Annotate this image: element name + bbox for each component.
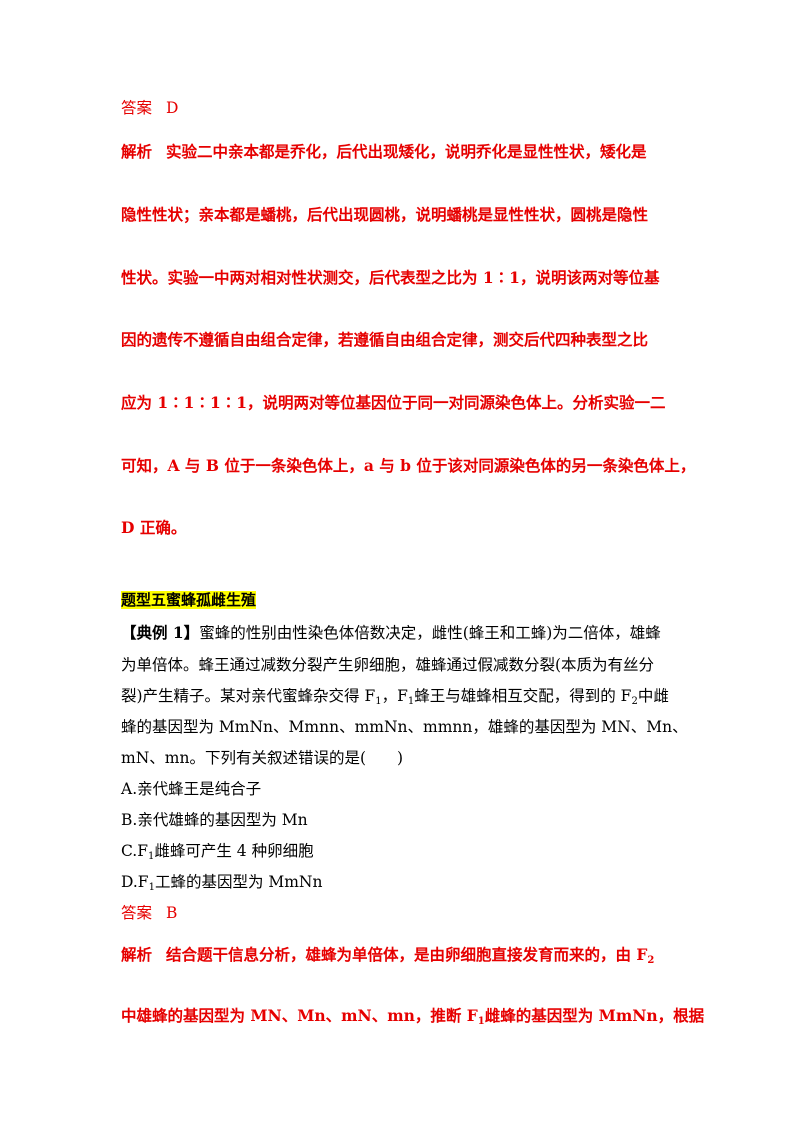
option-d: D.F1工蜂的基因型为 MmNn xyxy=(121,873,323,893)
analysis-line-4: 因的遗传不遵循自由组合定律，若遵循自由组合定律，测交后代四种表型之比 xyxy=(121,330,649,349)
section-title-text: 题型五蜜蜂孤雌生殖 xyxy=(121,591,257,609)
option-a: A.亲代蜂王是纯合子 xyxy=(121,780,262,798)
answer-label-2: 答案 xyxy=(121,904,153,922)
analysis-line-7: D 正确。 xyxy=(121,518,187,537)
answer-value-2: B xyxy=(166,904,178,922)
analysis-line-6: 可知，A 与 B 位于一条染色体上，a 与 b 位于该对同源染色体的另一条染色体… xyxy=(121,456,696,475)
option-c: C.F1雌蜂可产生 4 种卵细胞 xyxy=(121,842,314,862)
example-line-4: 蜂的基因型为 MmNn、Mmnn、mmNn、mmnn，雄蜂的基因型为 MN、Mn… xyxy=(121,718,688,736)
example-text: 蜜蜂的性别由性染色体倍数决定，雌性(蜂王和工蜂)为二倍体，雄蜂 xyxy=(199,624,661,642)
answer-label: 答案 xyxy=(121,99,153,117)
answer-value: D xyxy=(166,99,179,117)
analysis-text: 实验二中亲本都是乔化，后代出现矮化，说明乔化是显性性状，矮化是 xyxy=(166,142,647,161)
analysis2-line-1: 解析结合题干信息分析，雄蜂为单倍体，是由卵细胞直接发育而来的，由 F2 xyxy=(121,945,655,966)
answer-line-1: 答案 D xyxy=(121,98,178,118)
example-line-3: 裂)产生精子。某对亲代蜜蜂杂交得 F1，F1蜂王与雄蜂相互交配，得到的 F2中雌 xyxy=(121,687,669,707)
analysis-label-2: 解析 xyxy=(121,945,153,964)
analysis-line-5: 应为 1∶1∶1∶1，说明两对等位基因位于同一对同源染色体上。分析实验一二 xyxy=(121,393,666,412)
example-line-2: 为单倍体。蜂王通过减数分裂产生卵细胞，雄蜂通过假减数分裂(本质为有丝分 xyxy=(121,656,655,674)
example-line-5: mN、mn。下列有关叙述错误的是( ) xyxy=(121,749,404,767)
analysis-line-2: 隐性性状；亲本都是蟠桃，后代出现圆桃，说明蟠桃是显性性状，圆桃是隐性 xyxy=(121,205,649,224)
option-b: B.亲代雄蜂的基因型为 Mn xyxy=(121,811,308,829)
analysis-label: 解析 xyxy=(121,142,153,161)
analysis-line-1: 解析实验二中亲本都是乔化，后代出现矮化，说明乔化是显性性状，矮化是 xyxy=(121,142,647,162)
example-line-1: 【典例 1】蜜蜂的性别由性染色体倍数决定，雌性(蜂王和工蜂)为二倍体，雄蜂 xyxy=(121,623,661,643)
analysis-line-3: 性状。实验一中两对相对性状测交，后代表型之比为 1∶1，说明该两对等位基 xyxy=(121,268,660,287)
answer-line-2: 答案 B xyxy=(121,903,177,923)
analysis2-line-2: 中雄蜂的基因型为 MN、Mn、mN、mn，推断 F1雌蜂的基因型为 MmNn，根… xyxy=(121,1006,705,1027)
section-title: 题型五蜜蜂孤雌生殖 xyxy=(121,590,257,610)
example-label: 【典例 1】 xyxy=(121,623,200,642)
